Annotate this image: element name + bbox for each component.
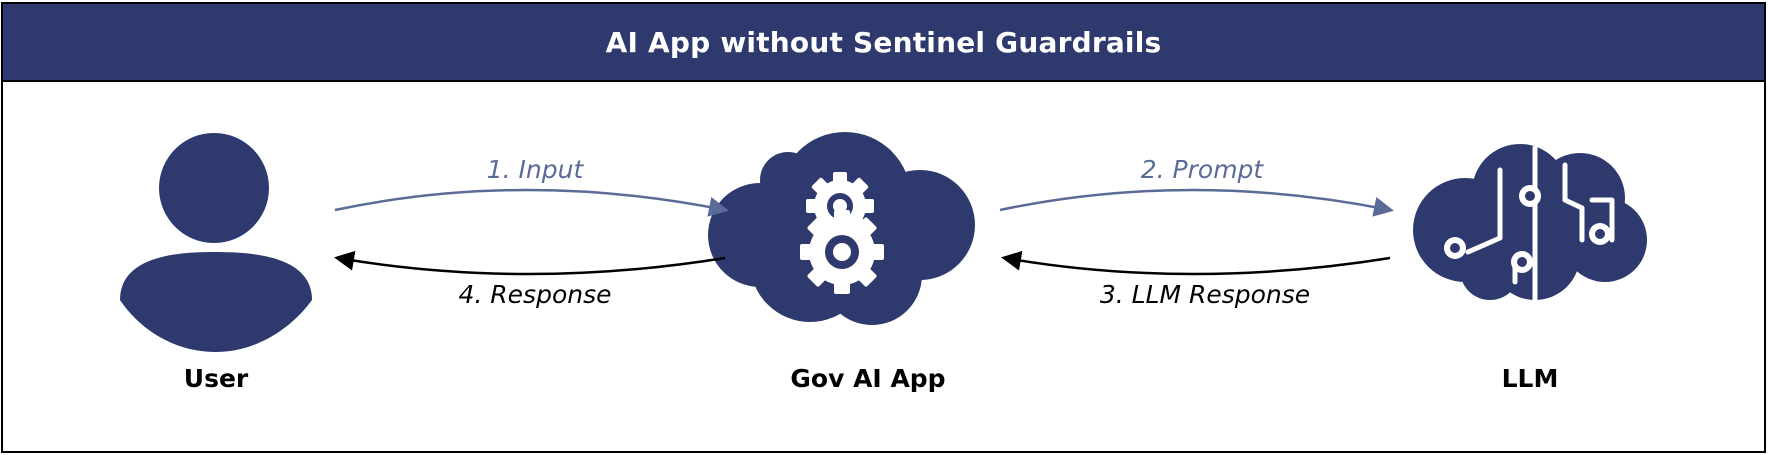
title-bar: AI App without Sentinel Guardrails xyxy=(3,4,1764,82)
edge-label-llm-response: 3. LLM Response xyxy=(1100,280,1310,309)
cloud-gears-icon xyxy=(708,132,975,325)
node-label-gov-ai-app: Gov AI App xyxy=(790,364,945,393)
edge-label-response: 4. Response xyxy=(459,280,612,309)
edge-llm-response-arrow xyxy=(1001,250,1391,276)
node-label-llm: LLM xyxy=(1502,364,1559,393)
circuit-brain-icon xyxy=(1413,144,1647,303)
edge-input-arrow xyxy=(334,188,729,217)
person-icon xyxy=(120,133,312,352)
edge-response-arrow xyxy=(334,250,726,276)
diagram-title: AI App without Sentinel Guardrails xyxy=(605,25,1162,59)
edge-label-prompt: 2. Prompt xyxy=(1141,155,1265,184)
edge-label-input: 1. Input xyxy=(487,155,585,184)
node-label-user: User xyxy=(184,364,249,393)
gear-icon xyxy=(800,210,884,294)
edge-prompt-arrow xyxy=(999,188,1394,217)
